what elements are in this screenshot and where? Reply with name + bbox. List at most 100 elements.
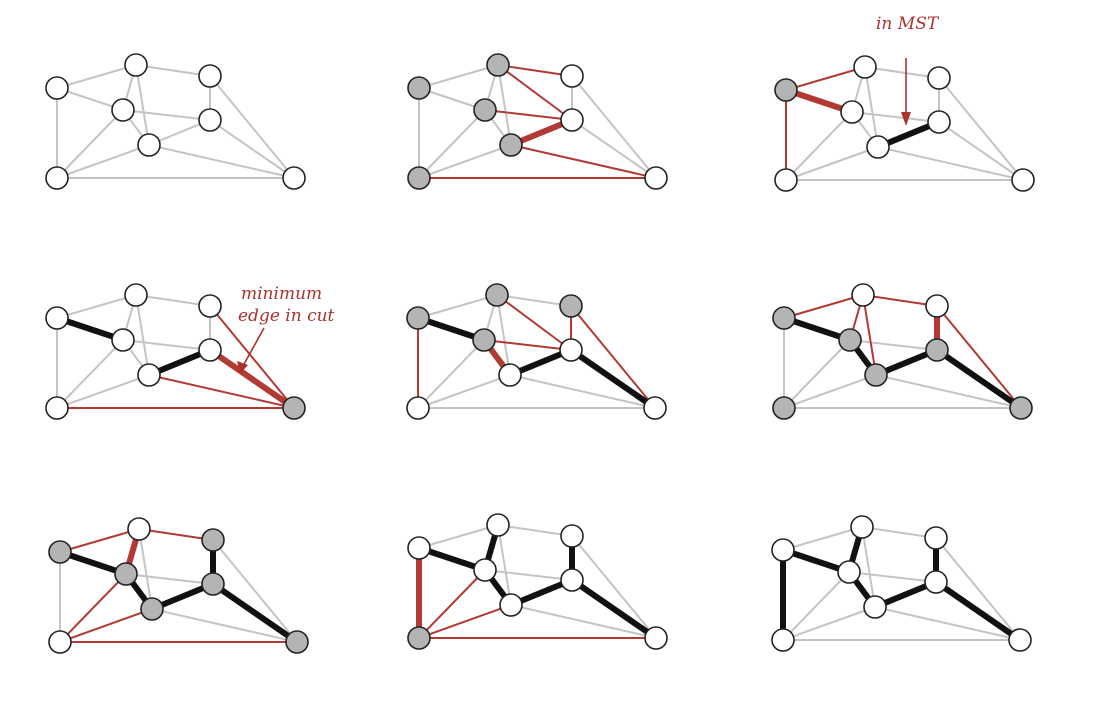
vertex-a	[45, 76, 69, 100]
cut-edge-b-e	[496, 294, 572, 351]
vertex-f	[140, 597, 164, 621]
minimum-arrow-shaft	[242, 327, 265, 367]
vertex-c	[560, 524, 584, 548]
vertex-b	[124, 53, 148, 77]
vertex-c	[198, 294, 222, 318]
cut-edge-f-b	[862, 294, 877, 376]
edge-e-h	[209, 119, 295, 179]
vertex-c	[927, 66, 951, 90]
edge-d-g	[417, 339, 485, 409]
vertex-b	[127, 517, 151, 541]
edge-e-h	[938, 121, 1024, 181]
edge-b-c	[135, 64, 211, 77]
vertex-b	[850, 515, 874, 539]
vertex-h	[282, 396, 306, 420]
mst-edge-e-h	[569, 577, 659, 641]
edge-b-c	[496, 294, 572, 307]
edge-f-h	[510, 604, 657, 639]
edge-b-f	[135, 294, 150, 376]
vertex-g	[45, 166, 69, 190]
vertex-a	[407, 76, 431, 100]
vertex-d	[111, 328, 135, 352]
edge-b-f	[497, 64, 512, 146]
minimum-label-line1: minimum	[241, 284, 322, 304]
edge-f-h	[509, 374, 656, 409]
cut-edge-b-c	[862, 294, 938, 307]
vertex-a	[771, 538, 795, 562]
cut-edge-h-c	[936, 305, 1022, 409]
cut-edge-a-b	[783, 294, 864, 319]
panel-7	[48, 517, 309, 654]
vertex-g	[407, 166, 431, 190]
panel-6	[772, 283, 1033, 420]
vertex-c	[198, 64, 222, 88]
edge-f-h	[875, 374, 1022, 409]
vertex-b	[486, 513, 510, 537]
vertex-e	[560, 108, 584, 132]
vertex-b	[853, 55, 877, 79]
vertex-d	[473, 558, 497, 582]
edge-a-b	[782, 526, 863, 551]
vertex-h	[1009, 396, 1033, 420]
vertex-g	[407, 626, 431, 650]
edge-d-e	[849, 339, 938, 351]
cut-edge-d-e	[483, 339, 572, 351]
vertex-c	[559, 294, 583, 318]
vertex-g	[45, 396, 69, 420]
edge-a-b	[418, 64, 499, 89]
edge-f-g	[783, 374, 877, 409]
vertex-h	[1008, 628, 1032, 652]
cut-edge-f-h	[148, 374, 295, 409]
panels-layer	[45, 53, 1035, 654]
edge-c-h	[571, 535, 657, 639]
panel-2	[407, 53, 668, 190]
vertex-c	[924, 526, 948, 550]
cut-edge-d-g	[418, 569, 486, 639]
edge-a-b	[418, 524, 499, 549]
mst-edge-e-h	[933, 579, 1023, 643]
edge-f-g	[418, 144, 512, 179]
edge-b-c	[864, 66, 940, 79]
edge-c-h	[935, 537, 1021, 641]
vertex-f	[137, 133, 161, 157]
vertex-f	[864, 363, 888, 387]
vertex-d	[473, 98, 497, 122]
edge-c-h	[212, 539, 298, 643]
edge-f-h	[877, 146, 1024, 181]
vertex-a	[407, 536, 431, 560]
vertex-a	[772, 306, 796, 330]
edge-b-c	[135, 294, 211, 307]
vertex-d	[111, 98, 135, 122]
mst-edge-e-h	[934, 347, 1024, 411]
cut-edge-a-b	[785, 66, 866, 91]
edge-f-g	[56, 374, 150, 409]
vertex-e	[927, 110, 951, 134]
vertex-e	[925, 338, 949, 362]
edge-c-h	[209, 75, 295, 179]
vertex-h	[1011, 168, 1035, 192]
panel-3	[774, 55, 1035, 192]
edge-b-f	[496, 294, 511, 376]
vertex-e	[924, 570, 948, 594]
edge-b-f	[861, 526, 876, 608]
vertex-a	[406, 306, 430, 330]
vertex-b	[486, 53, 510, 77]
edge-d-e	[122, 109, 211, 121]
cut-edge-c-h	[209, 305, 295, 409]
vertex-g	[774, 168, 798, 192]
vertex-g	[406, 396, 430, 420]
vertex-d	[838, 328, 862, 352]
mst-edge-e-h	[568, 347, 658, 411]
vertex-e	[559, 338, 583, 362]
cut-edge-b-e	[497, 64, 573, 121]
vertex-d	[840, 100, 864, 124]
edge-d-g	[783, 339, 851, 409]
minimum-label-line2: edge in cut	[238, 306, 335, 326]
vertex-b	[851, 283, 875, 307]
minimum-arrow-head	[237, 361, 248, 374]
edge-d-g	[785, 111, 853, 181]
edge-b-f	[864, 66, 879, 148]
cut-edge-b-c	[138, 528, 214, 541]
edge-b-f	[135, 64, 150, 146]
in-mst-arrow-head	[901, 112, 911, 126]
